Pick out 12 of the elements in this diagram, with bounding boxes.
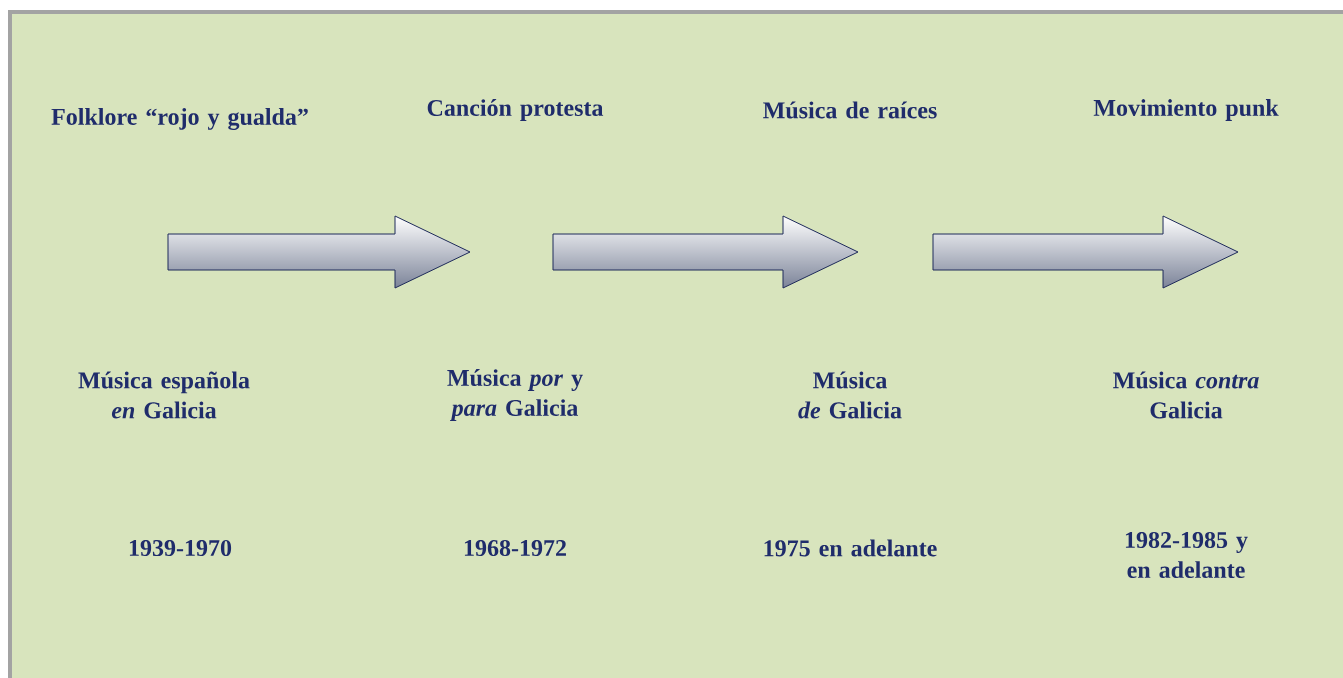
period-label: Música por y para Galicia [447,369,583,421]
movement-heading: Música de raíces [763,101,937,119]
period-label: Música contra Galicia [1113,371,1259,419]
period-label: Música de Galicia [798,371,902,419]
movement-heading: Canción protesta [427,99,604,121]
date-label: 1939-1970 [129,539,232,557]
date-label: 1975 en adelante [764,539,937,557]
date-label: 1968-1972 [464,539,566,557]
movement-heading: Folklore “rojo y gualda” [51,108,308,130]
period-label: Música española en Galicia [78,371,250,419]
date-label: 1982-1985 y en adelante [1125,531,1248,579]
movement-heading: Movimiento punk [1093,99,1279,121]
